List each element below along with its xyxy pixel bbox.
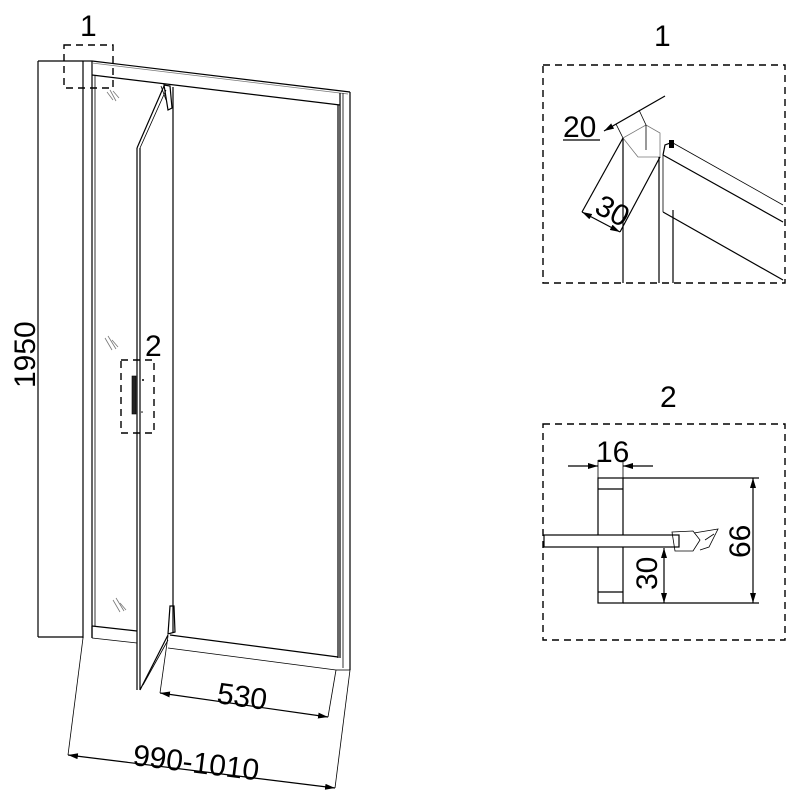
left-wall-profile: [82, 60, 96, 638]
callout-label-1: 1: [80, 10, 97, 43]
detail-1-depth-dim-label: 30: [590, 189, 635, 234]
main-view: 1950: [9, 10, 351, 790]
door-width-dimension: 530: [159, 635, 337, 719]
door-width-dim-label: 530: [215, 677, 269, 717]
detail-1-frame: [542, 64, 786, 284]
height-dimension: 1950: [9, 60, 83, 638]
callout-box-1: [63, 44, 114, 89]
detail-1-title: 1: [654, 20, 671, 53]
top-rail: [91, 60, 351, 106]
total-width-dim-label: 990-1010: [131, 739, 261, 787]
detail-2: 2 16 66 30: [542, 381, 786, 641]
callout-box-2: [120, 359, 155, 434]
detail-1-width-dim-label: 20: [563, 111, 596, 144]
detail-2-frame: [542, 423, 786, 641]
door-handle: [131, 375, 137, 415]
total-width-dimension: 990-1010: [67, 637, 351, 790]
detail-2-offset-dim-label: 30: [631, 557, 664, 590]
open-door-panel: [136, 85, 169, 691]
glass-hatch-marks: [104, 89, 127, 613]
bottom-hinge: [167, 605, 176, 635]
detail-2-width-dim-label: 16: [596, 436, 629, 469]
right-wall-profile: [337, 92, 351, 670]
detail-1: 1 20 30: [542, 20, 786, 284]
top-hinge: [160, 84, 173, 111]
detail-2-title: 2: [660, 381, 677, 414]
detail-2-height-dim-label: 66: [724, 525, 757, 558]
height-dim-label: 1950: [9, 321, 42, 388]
callout-label-2: 2: [145, 330, 162, 363]
bottom-profiles: [91, 625, 350, 671]
